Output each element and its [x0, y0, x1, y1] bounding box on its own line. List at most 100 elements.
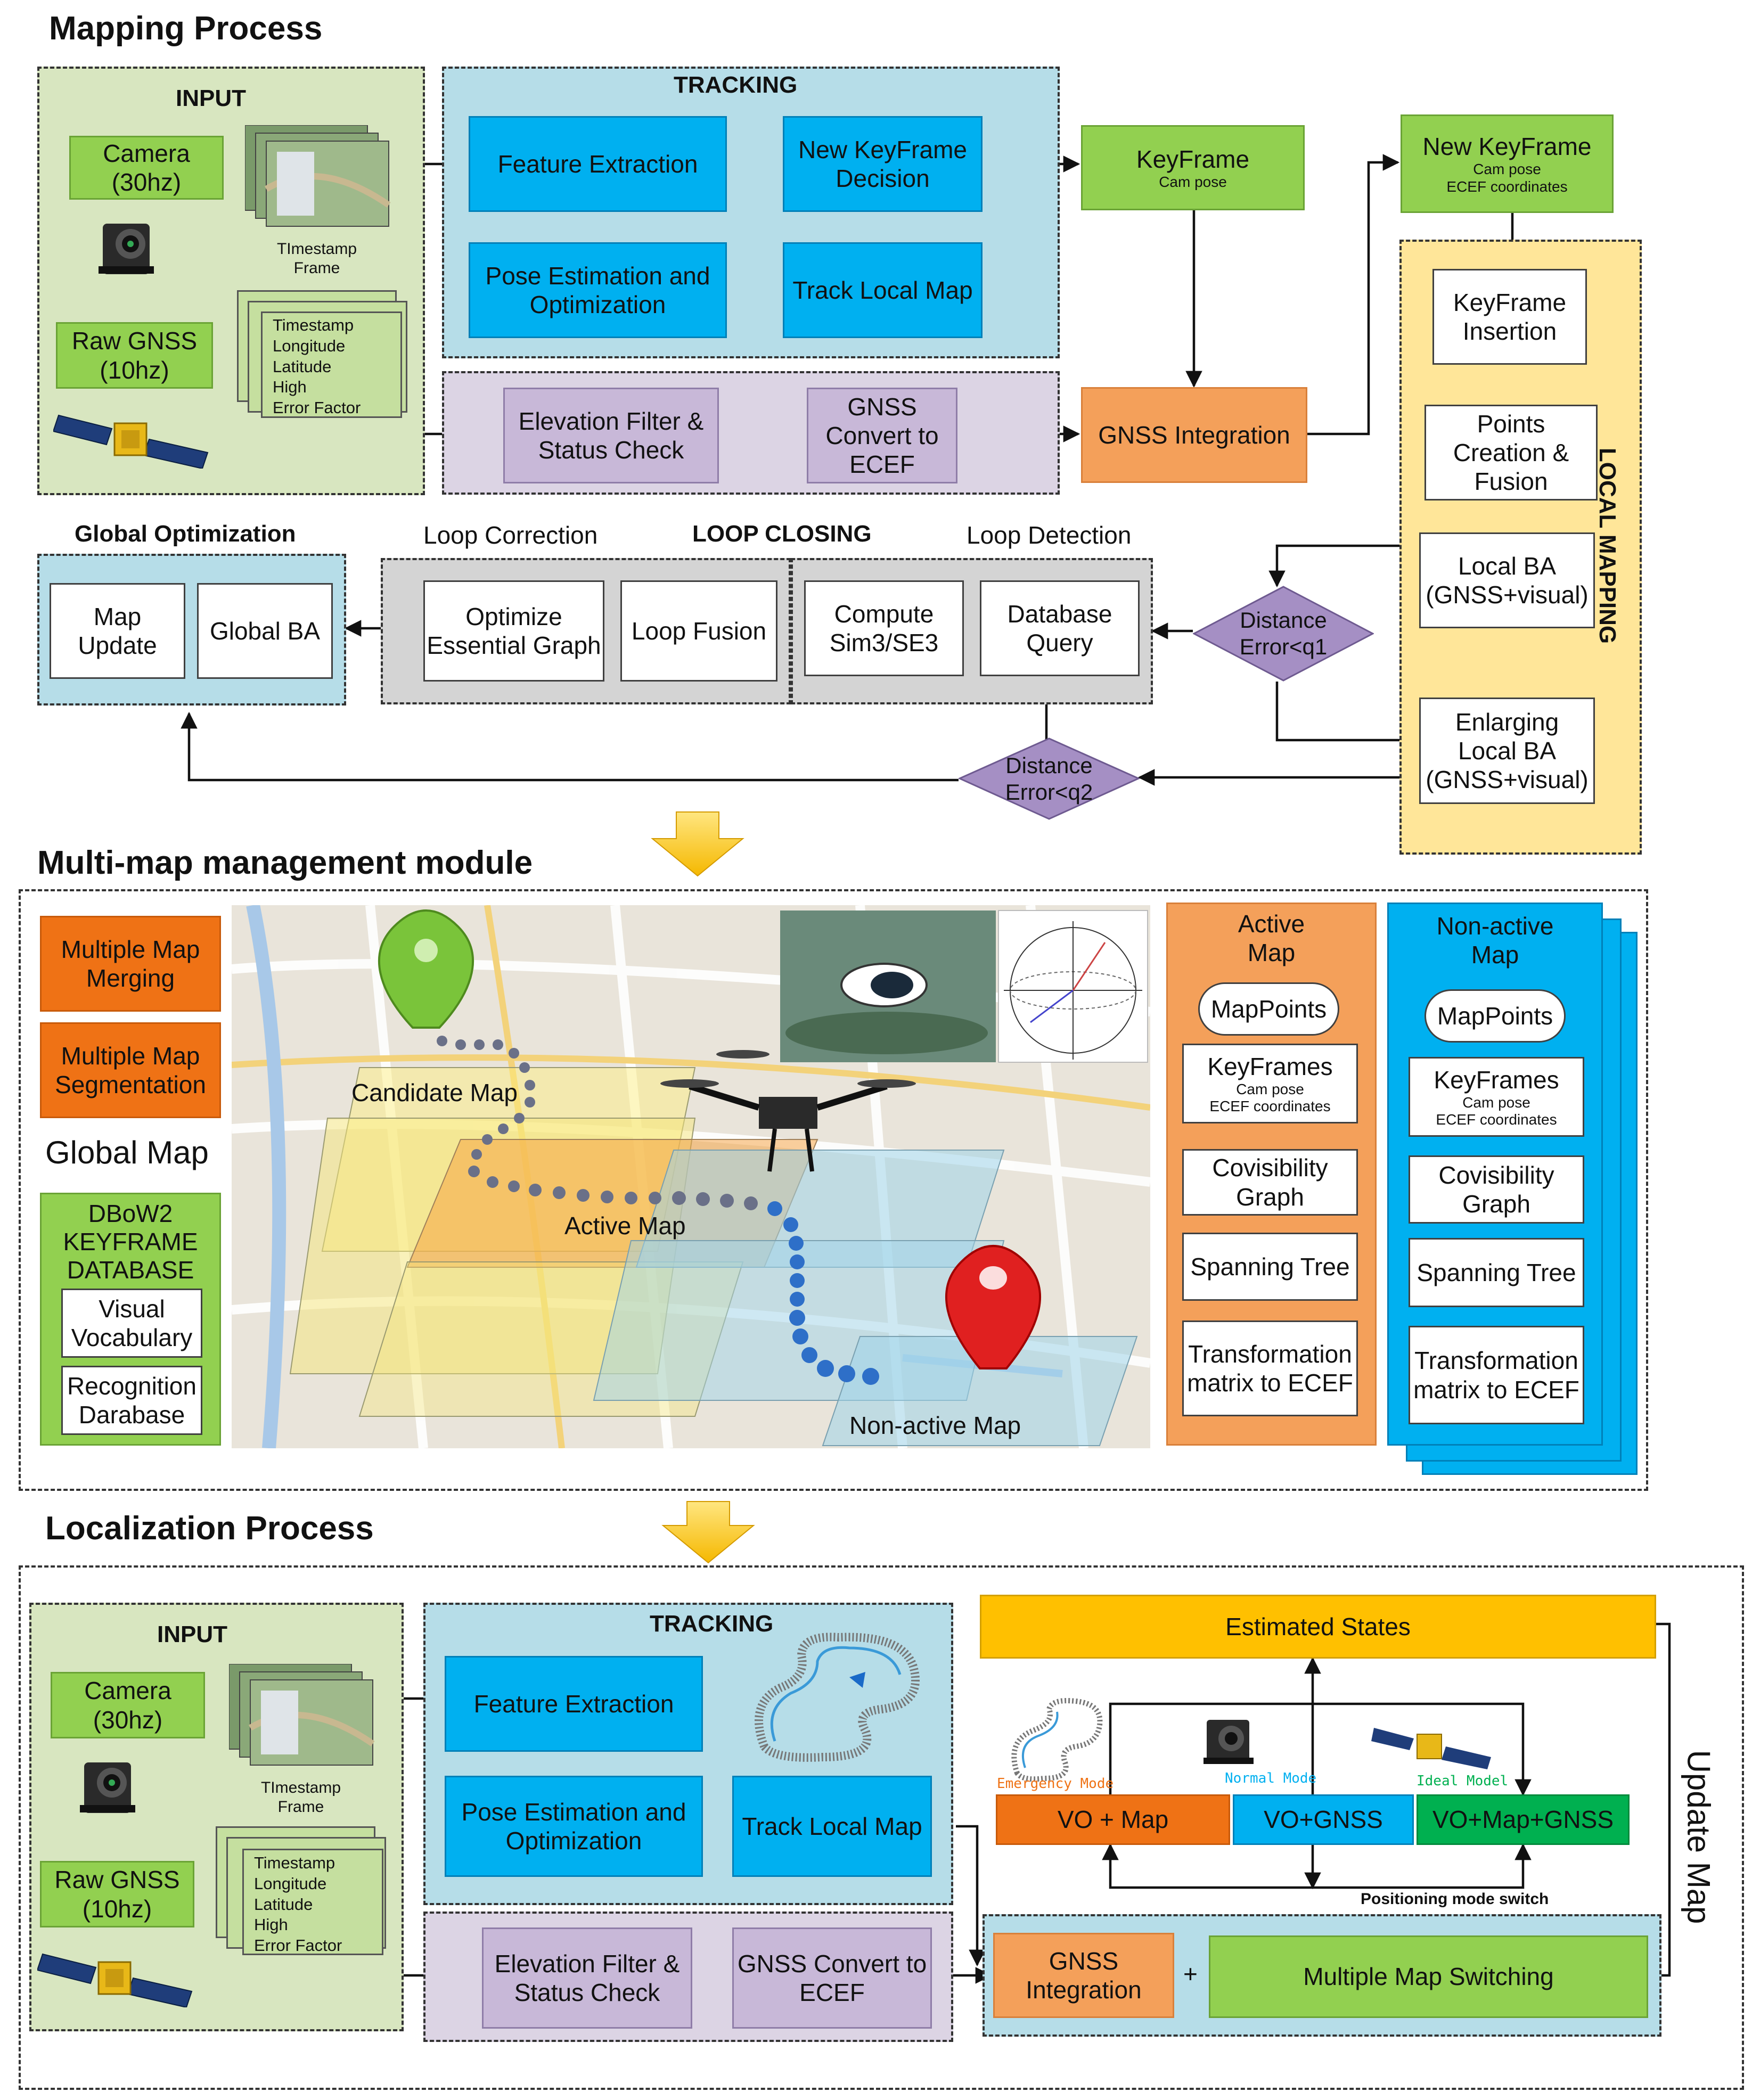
keyframe-insertion-box: KeyFrame Insertion [1432, 269, 1587, 365]
mapping-camera-box: Camera (30hz) [69, 136, 224, 200]
gnss-field: Longitude [254, 1874, 327, 1893]
multimap-panel [19, 889, 1648, 1491]
localization-gnss-integration-box: GNSS Integration [993, 1933, 1174, 2018]
emergency-mode-icon [1001, 1693, 1108, 1784]
gnss-record-card [261, 311, 402, 418]
emergency-mode-label: Emergency Mode [997, 1776, 1114, 1792]
ideal-mode-satellite-icon [1371, 1717, 1494, 1773]
decision-q2-text: Distance Error<q2 [1005, 752, 1093, 805]
vo-gnss-box: VO+GNSS [1233, 1794, 1414, 1845]
gnss-field: Latitude [273, 357, 332, 376]
nonactive-keyframes-box: KeyFrames Cam pose ECEF coordinates [1409, 1057, 1584, 1137]
down-arrow-icon [651, 811, 744, 877]
local-ba-box: Local BA (GNSS+visual) [1419, 532, 1595, 628]
loop-correction-label: Loop Correction [423, 521, 598, 549]
map-update-box: Map Update [50, 583, 185, 679]
map-merging-box: Multiple Map Merging [40, 916, 221, 1012]
gnss-record-fields: Timestamp Longitude Latitude High Error … [273, 315, 361, 419]
gnss-field: Longitude [273, 336, 346, 355]
localization-feature-extraction-box: Feature Extraction [445, 1656, 703, 1752]
localization-tracking-title: TRACKING [650, 1611, 774, 1637]
satellite-icon [52, 399, 213, 470]
optimize-essential-graph-box: Optimize Essential Graph [423, 580, 604, 682]
section-title-mapping: Mapping Process [49, 10, 323, 47]
down-arrow-icon [661, 1501, 755, 1564]
gnss-field: Timestamp [273, 316, 354, 334]
enlarging-local-ba-box: Enlarging Local BA (GNSS+visual) [1419, 698, 1595, 804]
global-optimization-title: Global Optimization [75, 521, 296, 547]
localization-elevation-filter-box: Elevation Filter & Status Check [482, 1927, 692, 2029]
decision-q2-diamond: Distance Error<q2 [959, 737, 1140, 820]
visual-vocabulary-box: Visual Vocabulary [61, 1289, 202, 1358]
nonactive-covisibility-box: Covisibility Graph [1409, 1155, 1584, 1224]
database-query-box: Database Query [980, 580, 1140, 676]
keyframe-sub: Cam pose [1159, 174, 1227, 191]
track-local-map-box: Track Local Map [783, 242, 983, 338]
feature-extraction-box: Feature Extraction [469, 116, 727, 212]
localization-gnss-convert-box: GNSS Convert to ECEF [732, 1927, 932, 2029]
active-keyframes-sub: Cam pose ECEF coordinates [1209, 1080, 1331, 1115]
mapping-gnss-convert-box: GNSS Convert to ECEF [807, 388, 957, 483]
active-keyframes-title: KeyFrames [1207, 1052, 1333, 1080]
keyframe-box: KeyFrame Cam pose [1081, 125, 1305, 210]
nonactive-map-label: Non-active Map [849, 1412, 1021, 1439]
mapping-timestamp-frame-label: TImestamp Frame [276, 240, 357, 277]
dbow2-title: DBoW2 KEYFRAME DATABASE [63, 1200, 198, 1284]
localization-panel [19, 1565, 1744, 2090]
gnss-field: Latitude [254, 1894, 313, 1914]
localization-raw-gnss-box: Raw GNSS (10hz) [40, 1861, 194, 1927]
active-covisibility-box: Covisibility Graph [1182, 1149, 1358, 1216]
mapping-input-title: INPUT [176, 85, 246, 111]
active-map-title: Active Map [1238, 910, 1305, 967]
positioning-mode-switch-label: Positioning mode switch [1361, 1890, 1549, 1908]
camera-frame-stack-icon [244, 125, 399, 237]
active-spanning-tree-box: Spanning Tree [1182, 1233, 1358, 1301]
normal-mode-camera-icon [1204, 1712, 1257, 1770]
new-keyframe-decision-box: New KeyFrame Decision [783, 116, 983, 212]
mapping-gnss-integration-box: GNSS Integration [1081, 387, 1307, 483]
decision-q1-text: Distance Error<q1 [1239, 608, 1328, 659]
ideal-mode-label: Ideal Model [1417, 1773, 1509, 1789]
new-keyframe-sub: Cam pose ECEF coordinates [1446, 161, 1568, 195]
mapping-tracking-title: TRACKING [674, 72, 798, 98]
decision-q1-diamond: Distance Error<q1 [1193, 586, 1374, 682]
localization-satellite-icon [36, 1938, 197, 2008]
localization-camera-icon [80, 1752, 138, 1821]
localization-pose-estimation-box: Pose Estimation and Optimization [445, 1776, 703, 1877]
compute-sim3-box: Compute Sim3/SE3 [804, 580, 964, 676]
active-keyframes-box: KeyFrames Cam pose ECEF coordinates [1182, 1044, 1358, 1123]
multimap-illustration: Candidate Map Active Map Non-active Map [231, 904, 1151, 1449]
keyframe-title: KeyFrame [1136, 145, 1250, 173]
global-map-label: Global Map [45, 1135, 209, 1170]
multiple-map-switching-box: Multiple Map Switching [1209, 1935, 1648, 2018]
nonactive-spanning-tree-box: Spanning Tree [1409, 1238, 1584, 1307]
localization-gnss-fields: Timestamp Longitude Latitude High Error … [254, 1853, 342, 1956]
map-segmentation-box: Multiple Map Segmentation [40, 1022, 221, 1118]
localization-track-local-map-box: Track Local Map [732, 1776, 932, 1877]
mapping-elevation-filter-box: Elevation Filter & Status Check [503, 388, 719, 483]
camera-icon [99, 213, 157, 282]
localization-camera-box: Camera (30hz) [51, 1672, 205, 1738]
localization-gnss-card [242, 1849, 383, 1955]
gnss-field: Error Factor [273, 398, 361, 417]
plus-sign: + [1183, 1960, 1198, 1988]
nonactive-map-title: Non-active Map [1436, 912, 1554, 969]
loop-closing-title: LOOP CLOSING [692, 521, 872, 547]
active-mappoints-box: MapPoints [1198, 982, 1339, 1036]
section-title-multimap: Multi-map management module [37, 844, 533, 881]
normal-mode-label: Normal Mode [1225, 1770, 1317, 1786]
localization-input-title: INPUT [157, 1621, 227, 1647]
active-transformation-box: Transformation matrix to ECEF [1182, 1320, 1358, 1416]
new-keyframe-title: New KeyFrame [1422, 133, 1592, 161]
vo-map-gnss-box: VO+Map+GNSS [1417, 1794, 1630, 1845]
localization-frame-stack-icon [228, 1663, 383, 1776]
active-map-label: Active Map [564, 1212, 686, 1240]
gnss-field: Timestamp [254, 1853, 335, 1872]
gnss-field: High [273, 378, 307, 397]
nonactive-keyframes-sub: Cam pose ECEF coordinates [1436, 1094, 1557, 1128]
gnss-field: Error Factor [254, 1936, 342, 1955]
pose-estimation-box: Pose Estimation and Optimization [469, 242, 727, 338]
loop-fusion-box: Loop Fusion [620, 580, 777, 682]
point-cloud-trajectory-icon [743, 1624, 932, 1768]
global-ba-box: Global BA [197, 583, 333, 679]
